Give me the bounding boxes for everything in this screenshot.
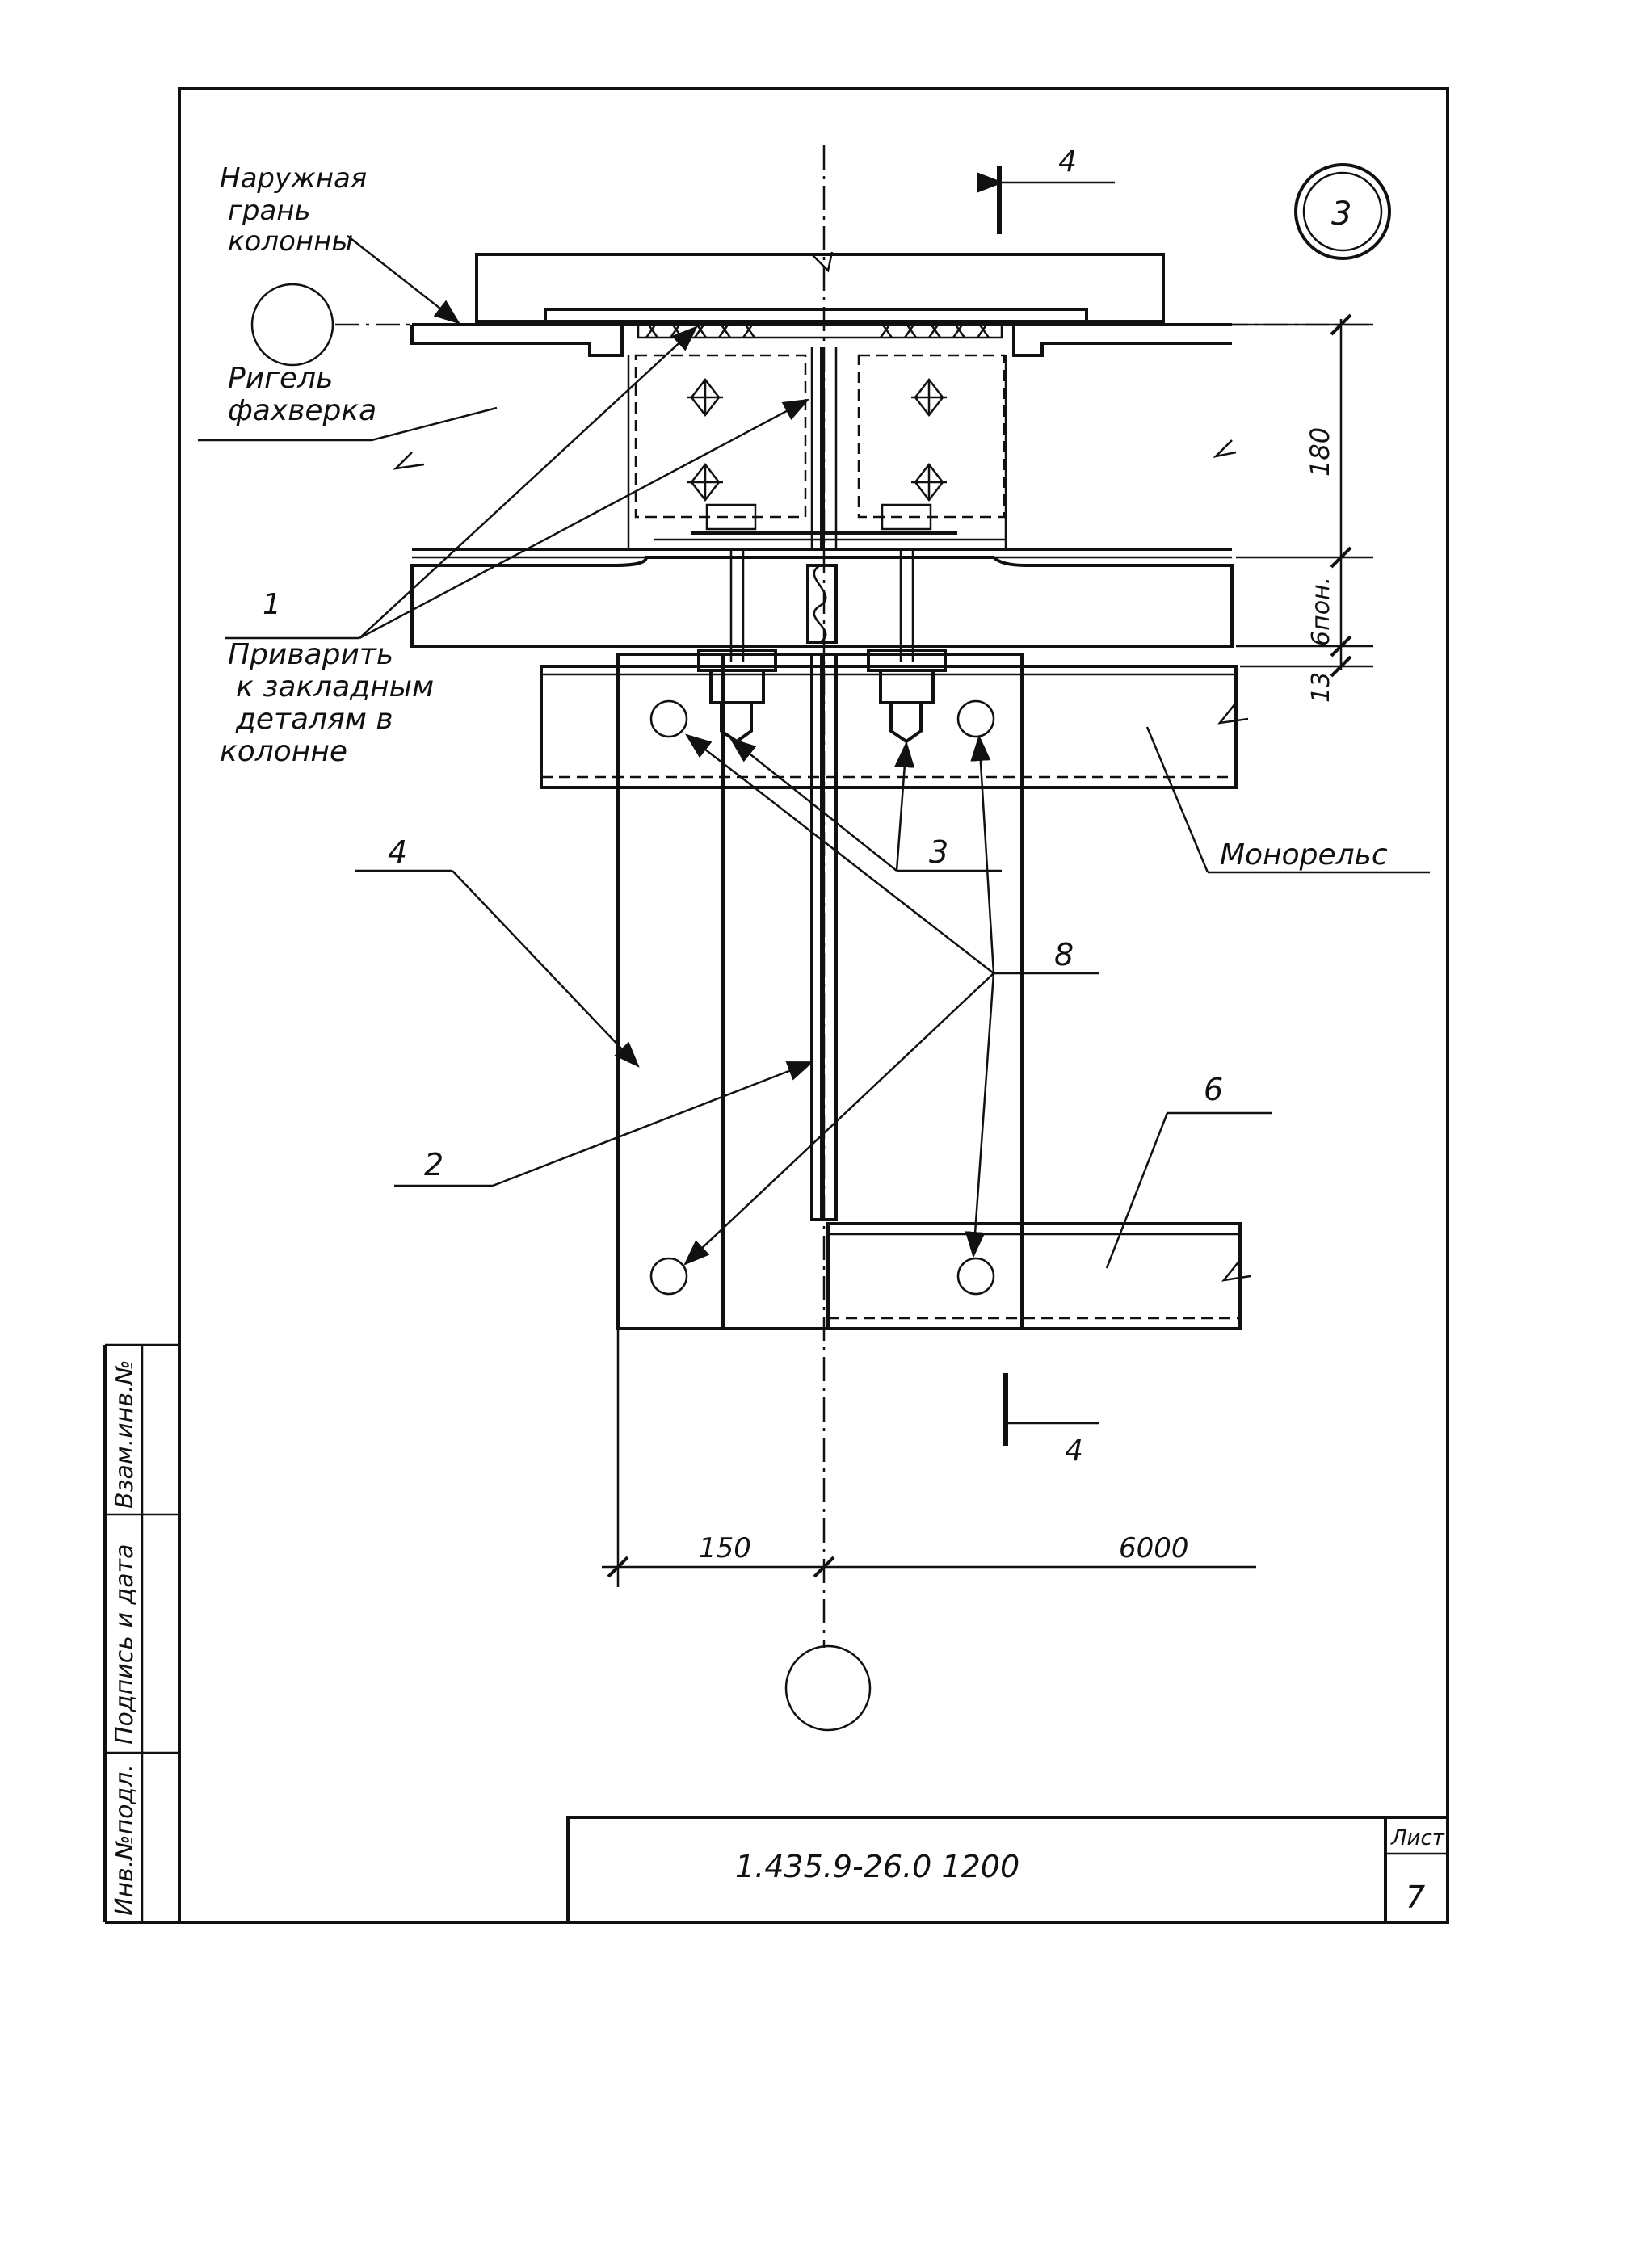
label-outer-face-line2: грань	[228, 195, 311, 227]
callout-3: 3	[929, 834, 948, 870]
dim-13: 13	[1307, 672, 1335, 703]
node-marker: 3	[1294, 163, 1391, 260]
dimensions-vertical: 180 6пон. 13	[1228, 313, 1373, 703]
label-monorail-text: Монорельс	[1220, 838, 1388, 872]
hatched-panel	[410, 556, 1234, 648]
node-number: 3	[1331, 195, 1351, 233]
axis-vertical	[784, 145, 872, 1732]
sheet-label: Лист	[1390, 1826, 1445, 1850]
callout-group-4: 4	[355, 834, 640, 1068]
concrete-slab	[475, 251, 1165, 323]
dim-6000: 6000	[1119, 1532, 1189, 1564]
embedded-plate	[544, 308, 1088, 339]
stamp-replace-inv: Взам.инв.№	[111, 1359, 139, 1509]
title-block: 1.435.9-26.0 1200 Лист 7	[566, 1816, 1449, 1924]
title-code: 1.435.9-26.0 1200	[735, 1849, 1019, 1884]
bracket-plate-center	[721, 653, 1024, 1330]
callout-group-2: 2	[394, 1060, 814, 1187]
callout-group-3: 3	[729, 737, 1002, 872]
label-weld: 1 Приварить к закладным деталям в колонн…	[220, 326, 810, 768]
label-weld-line3: деталям в	[235, 703, 393, 736]
crossbeam-6	[826, 1222, 1251, 1330]
label-weld-line1: Приварить	[228, 638, 393, 671]
callout-group-6: 6	[1105, 1072, 1272, 1269]
callout-4: 4	[388, 834, 407, 870]
callout-group-8: 8	[683, 733, 1099, 1266]
section-mark-bottom-label: 4	[1065, 1434, 1083, 1468]
section-mark-top: 4	[977, 145, 1115, 234]
callout-6: 6	[1204, 1072, 1223, 1107]
section-mark-bottom: 4	[1003, 1373, 1099, 1468]
girder-beam	[393, 323, 1237, 551]
callout-1: 1	[263, 588, 281, 621]
dim-180: 180	[1305, 427, 1335, 477]
label-girder: Ригель фахверка	[198, 362, 498, 442]
monorail	[540, 665, 1249, 789]
label-weld-line2: к закладным	[236, 670, 434, 704]
dim-6: 6пон.	[1307, 577, 1335, 646]
dim-150: 150	[699, 1532, 751, 1564]
callout-8: 8	[1054, 937, 1074, 972]
label-monorail: Монорельс	[1145, 726, 1430, 874]
side-stamp: Инв.№подл. Подпись и дата Взам.инв.№	[111, 1359, 139, 1916]
label-weld-line4: колонне	[220, 735, 347, 768]
section-mark-top-label: 4	[1058, 145, 1077, 178]
label-outer-face: Наружная грань колонны	[220, 162, 460, 325]
callout-2: 2	[424, 1147, 443, 1182]
label-outer-face-line3: колонны	[228, 225, 353, 258]
label-outer-face-line1: Наружная	[220, 162, 367, 195]
stamp-sign-date: Подпись и дата	[111, 1544, 139, 1745]
bracket-plate-left	[616, 653, 725, 1330]
label-girder-line2: фахверка	[228, 394, 376, 427]
sheet-number: 7	[1406, 1880, 1425, 1915]
dimensions-horizontal: 150 6000	[602, 1329, 1256, 1587]
label-girder-line1: Ригель	[228, 362, 333, 395]
stamp-inv-orig: Инв.№подл.	[111, 1764, 139, 1916]
